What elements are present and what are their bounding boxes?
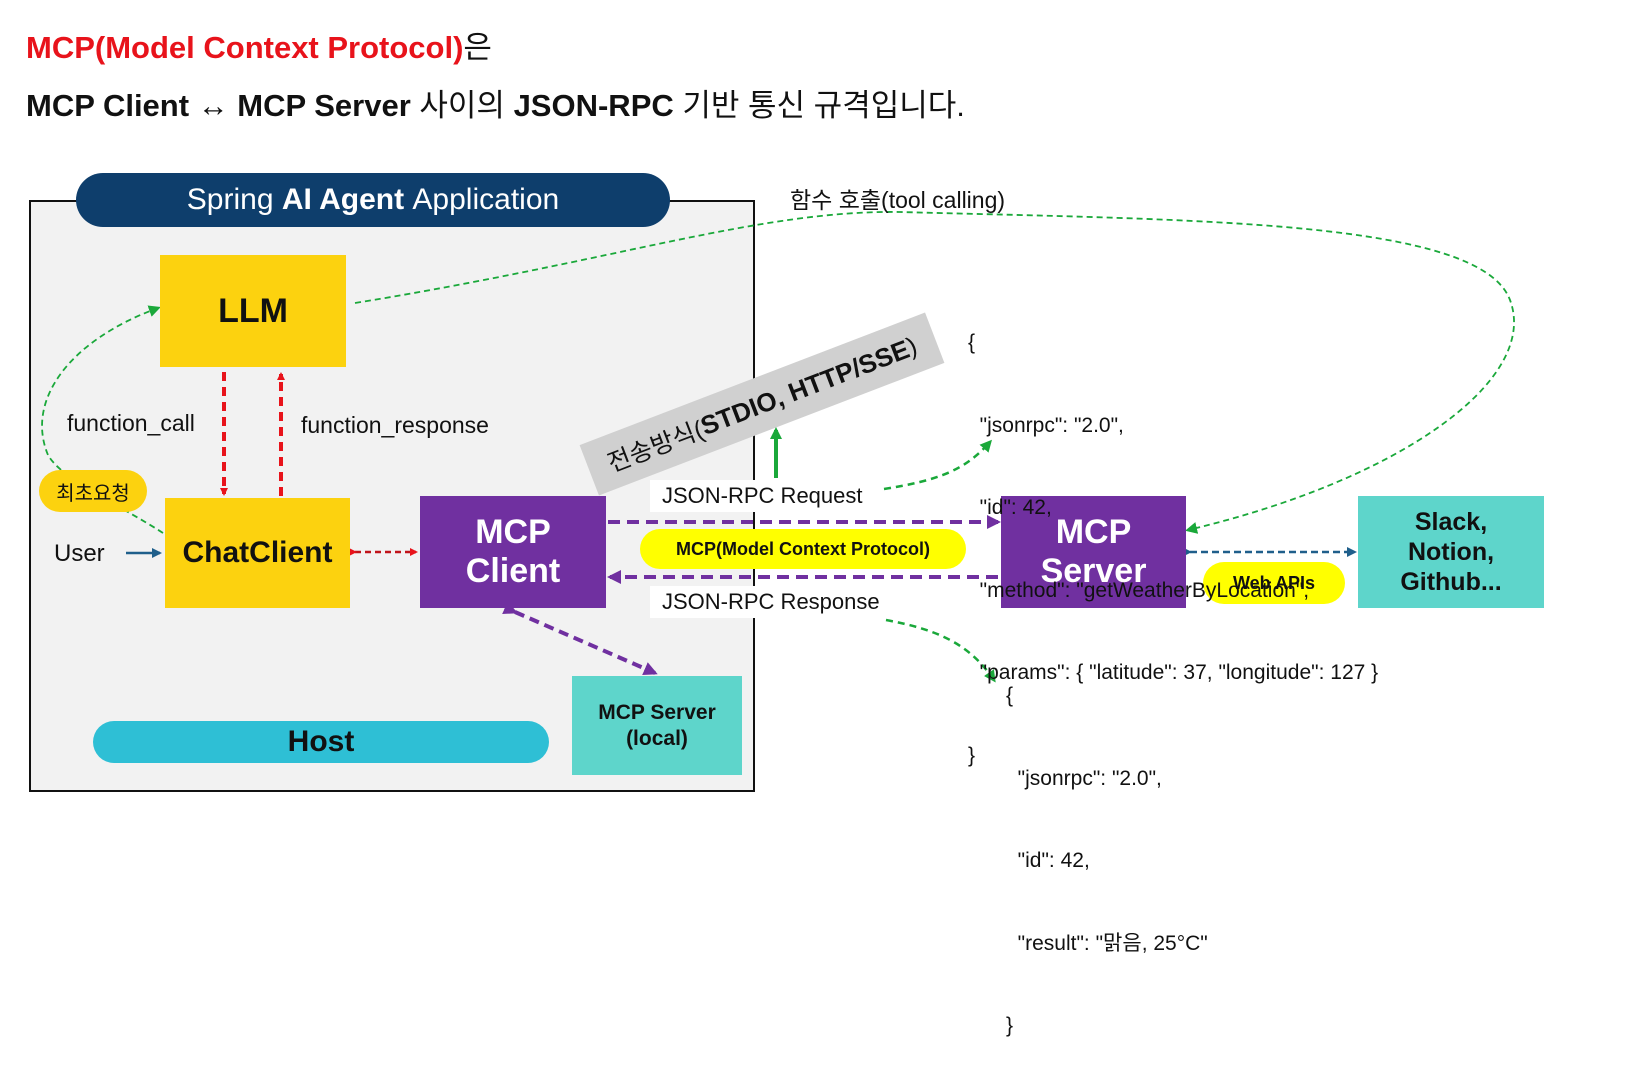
heading-line-1-tail: 은	[463, 30, 492, 65]
rpc-request-label: JSON-RPC Request	[650, 480, 875, 512]
user-label: User	[54, 540, 105, 567]
chatclient-node: ChatClient	[165, 498, 350, 608]
tool-calling-curve	[354, 211, 1515, 534]
response-json-line: "result": "맑음, 25°C"	[1006, 931, 1208, 955]
mcp-server-local-node: MCP Server(local)	[572, 676, 742, 775]
rpc-response-label: JSON-RPC Response	[650, 586, 880, 618]
first-request-badge: 최초요청	[39, 470, 147, 512]
app-title-suffix: Application	[412, 183, 560, 216]
heading-line-1: MCP(Model Context Protocol)은	[26, 22, 492, 67]
services-line-2: Notion,	[1407, 538, 1495, 566]
heading-mcp-client: MCP Client	[26, 88, 190, 123]
heading-protocol-name: MCP(Model Context Protocol)	[26, 30, 464, 65]
heading-json-rpc: JSON-RPC	[513, 88, 674, 123]
response-json-line: "jsonrpc": "2.0",	[1006, 766, 1162, 790]
application-title: Spring AI Agent Application	[76, 173, 670, 227]
services-line-1: Slack,	[1414, 508, 1488, 536]
function-call-label: function_call	[67, 410, 195, 436]
request-json-line: "id": 42,	[968, 496, 1052, 519]
tool-calling-label: 함수 호출(tool calling)	[790, 187, 1006, 213]
response-json-block: { "jsonrpc": "2.0", "id": 42, "result": …	[1006, 627, 1208, 1067]
mcp-client-line-1: MCP	[475, 512, 551, 551]
protocol-pill: MCP(Model Context Protocol)	[640, 529, 966, 569]
app-title-prefix: Spring	[186, 183, 274, 216]
response-json-pointer	[885, 618, 996, 683]
initial-request-curve	[41, 305, 164, 534]
mcpclient-local-arrow	[502, 601, 658, 676]
function-response-label: function_response	[301, 412, 489, 438]
external-services-node: Slack,Notion,Github...	[1358, 496, 1544, 608]
request-json-block: { "jsonrpc": "2.0", "id": 42, "method": …	[968, 274, 1378, 797]
host-label: Host	[93, 721, 549, 763]
services-line-3: Github...	[1400, 568, 1502, 596]
app-title-bold: AI Agent	[281, 183, 405, 216]
heading-end-text: 기반 통신 규격입니다.	[673, 88, 965, 123]
request-json-line: "jsonrpc": "2.0",	[968, 413, 1124, 437]
mcp-client-line-2: Client	[465, 552, 561, 590]
llm-node: LLM	[160, 255, 346, 367]
mcp-local-line-1: MCP Server	[598, 701, 716, 725]
request-json-line: }	[968, 743, 976, 767]
heading-line-2: MCP Client ↔ MCP Server 사이의 JSON-RPC 기반 …	[26, 80, 965, 125]
request-json-line: "method": "getWeatherByLocation",	[968, 578, 1310, 602]
request-json-line: {	[968, 331, 976, 354]
response-json-line: }	[1006, 1014, 1014, 1037]
connector-layer	[41, 211, 1515, 683]
request-json-pointer	[883, 439, 992, 491]
mcp-server-line-2: Server	[1040, 552, 1147, 590]
web-apis-pill: Web APIs	[1203, 562, 1345, 604]
response-json-line: "id": 42,	[1006, 849, 1090, 872]
request-json-line: "params": { "latitude": 37, "longitude":…	[968, 661, 1379, 684]
mcp-local-line-2: (local)	[626, 726, 688, 750]
response-json-line: {	[1006, 684, 1014, 707]
heading-between-text: 사이의	[410, 88, 514, 123]
heading-bidirectional-arrow: ↔	[189, 88, 238, 123]
mcp-server-line-1: MCP	[1055, 512, 1132, 551]
heading-mcp-server: MCP Server	[237, 88, 411, 123]
